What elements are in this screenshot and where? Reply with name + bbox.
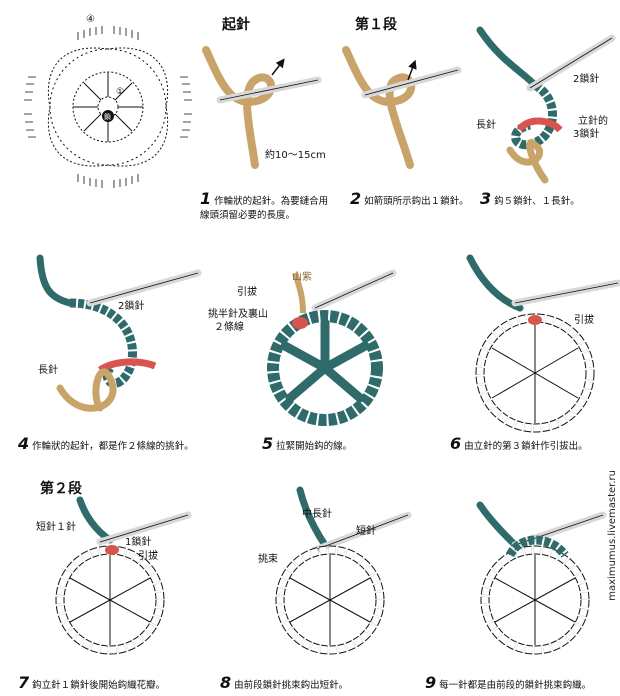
step5-text: 拉緊開始鈎的線。: [276, 441, 353, 452]
step5-illustration: [267, 269, 397, 426]
heading-start: 起針: [222, 17, 250, 33]
step3-text: 鈎５鎖針、１長針。: [494, 196, 580, 207]
crochet-chart: ④ ① 鎖: [24, 14, 192, 188]
step8-illustration: [275, 486, 412, 655]
step7-label-sc: 短針１針: [36, 522, 76, 533]
step8-label-hdc: 中長針: [302, 509, 332, 520]
step8-label-bundle: 挑束: [258, 554, 278, 565]
step3-label-2chain: 2鎖針: [573, 74, 600, 85]
step5-label-halfstitch: 挑半針及裏山: [208, 309, 268, 320]
step7-text: 鈎立針１鎖針後開始鈎織花瓣。: [32, 680, 166, 691]
chart-center-label: 鎖: [104, 112, 111, 121]
step8-number: 8: [220, 673, 232, 692]
step5-label-faint: 山紫: [292, 272, 312, 283]
step5-number: 5: [262, 434, 274, 453]
step6-label-slipstitch: 引拔: [574, 315, 594, 326]
step7-label-1chain: 1鎖針: [125, 537, 152, 548]
step5-label-slipstitch: 引拔: [237, 287, 257, 298]
step4-number: 4: [18, 434, 30, 453]
watermark: maximumus.livemaster.ru: [607, 470, 618, 601]
step2-number: 2: [350, 189, 362, 208]
step4-text: 作輪狀的起針，都是作２條線的挑針。: [32, 441, 194, 452]
step2-text: 如箭頭所示鈎出１鎖針。: [364, 196, 469, 207]
step7-illustration: [55, 496, 192, 655]
step1-number: 1: [200, 189, 212, 208]
step6-text: 由立針的第３鎖針作引拔出。: [464, 441, 588, 452]
step2-illustration: [342, 46, 462, 169]
chart-round-label-inner: ①: [116, 87, 124, 97]
heading-round2: 第２段: [40, 481, 82, 497]
step3-illustration: [476, 26, 616, 184]
step4-label-2chain: 2鎖針: [118, 301, 145, 312]
step8-text: 由前段鎖針挑束鈎出短針。: [234, 680, 349, 691]
chart-round-label-outer: ④: [86, 14, 95, 25]
step1-label-length: 約10～15cm: [265, 150, 326, 161]
step3-label-3chain: 3鎖針: [573, 129, 600, 140]
step9-text: 每一針都是由前段的鎖針挑束鈎織。: [439, 680, 592, 691]
heading-round1: 第１段: [355, 17, 397, 33]
step9-illustration: [476, 501, 607, 655]
step3-label-dc: 長針: [476, 120, 496, 131]
step1-illustration: [202, 46, 322, 169]
step1-text: 作輪狀的起針。為要鏈合用線頭須留必要的長度。: [200, 196, 329, 221]
step7-number: 7: [18, 673, 30, 692]
step6-number: 6: [450, 434, 462, 453]
step5-label-2lines: ２條線: [214, 322, 244, 333]
step7-label-slipstitch: 引拔: [138, 551, 158, 562]
step6-illustration: [466, 254, 620, 433]
step4-label-dc: 長針: [38, 365, 58, 376]
step4-illustration: [36, 254, 202, 412]
step3-label-standing: 立針的: [578, 116, 608, 127]
step3-number: 3: [480, 189, 492, 208]
step8-label-sc: 短針: [356, 526, 376, 537]
step9-number: 9: [425, 673, 437, 692]
